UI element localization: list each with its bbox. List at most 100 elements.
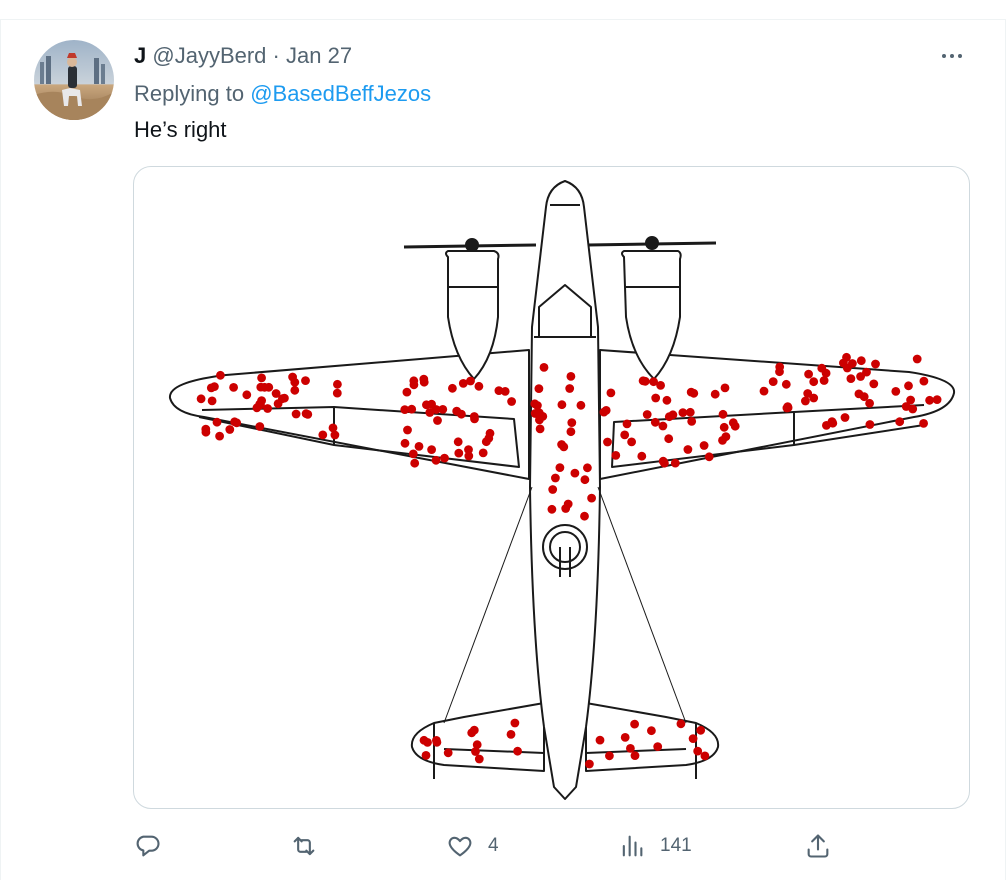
damage-dot: [255, 422, 265, 431]
damage-dot: [611, 451, 621, 460]
damage-dot: [704, 452, 714, 462]
damage-dot: [678, 408, 688, 417]
damage-dot: [585, 759, 594, 769]
damage-dot: [842, 352, 851, 362]
damage-dot: [919, 419, 928, 428]
damage-dot: [400, 438, 410, 448]
damage-dot: [419, 374, 429, 384]
damage-dot: [862, 367, 871, 377]
damage-dot: [718, 436, 727, 445]
heart-icon: [448, 836, 472, 857]
damage-dot: [699, 441, 709, 450]
damage-dot: [454, 448, 464, 458]
damage-dot: [466, 376, 475, 386]
damage-dot: [683, 445, 693, 454]
damage-dot: [626, 744, 635, 753]
damage-dot: [494, 386, 504, 395]
damage-dot: [513, 746, 522, 756]
damage-dot: [869, 379, 879, 389]
damage-dot: [689, 388, 699, 398]
damage-dot: [693, 746, 703, 756]
author-name[interactable]: J: [134, 43, 147, 68]
damage-dot: [576, 400, 586, 410]
damage-dot: [510, 718, 520, 728]
damage-dot: [664, 434, 674, 444]
damage-dot: [622, 419, 632, 429]
damage-dot: [403, 425, 412, 435]
damage-dot: [630, 751, 640, 760]
damage-dot: [932, 395, 942, 404]
damage-dot: [260, 382, 269, 392]
damage-dot: [809, 377, 819, 387]
damage-dot: [409, 380, 419, 390]
damage-dot: [458, 379, 468, 388]
separator-dot: ·: [272, 43, 280, 68]
damage-dot: [871, 359, 880, 369]
damage-dot: [759, 386, 769, 396]
damage-dot: [230, 417, 239, 427]
damage-dot: [809, 393, 819, 403]
damage-dot: [895, 417, 905, 427]
damage-dot: [718, 409, 728, 419]
damage-dot: [670, 458, 680, 468]
damage-dot: [566, 372, 576, 381]
damage-dot: [271, 389, 281, 398]
damage-dot: [478, 448, 488, 458]
damage-dot: [567, 418, 577, 427]
damage-dot: [599, 407, 609, 417]
damage-dot: [580, 511, 589, 521]
tweet-header: J @JayyBerd · Jan 27: [134, 42, 352, 70]
damage-dot: [506, 730, 516, 739]
damage-dot: [801, 396, 810, 406]
retweet-icon: [293, 836, 315, 856]
reply-icon: [136, 835, 160, 857]
replying-to-mention[interactable]: @BasedBeffJezos: [250, 81, 432, 106]
damage-dot: [242, 390, 252, 400]
damage-dot: [637, 451, 647, 461]
damage-dot: [854, 389, 864, 399]
fuselage: [529, 180, 601, 800]
damage-dot: [555, 463, 565, 472]
damage-dot: [423, 738, 432, 747]
damage-dot: [570, 468, 580, 478]
more-options-icon[interactable]: [938, 42, 970, 70]
damage-dot: [216, 370, 225, 380]
reply-button[interactable]: [134, 826, 162, 866]
damage-dot: [440, 453, 449, 463]
damage-dot: [431, 405, 441, 414]
damage-dot: [728, 418, 738, 428]
damage-dot: [507, 397, 516, 406]
retweet-button[interactable]: [290, 826, 318, 866]
tweet-media-image[interactable]: [133, 166, 970, 809]
damage-dot: [904, 381, 913, 391]
damage-dot: [583, 463, 592, 473]
damage-dot: [688, 734, 698, 743]
tweet-date[interactable]: Jan 27: [286, 43, 353, 68]
damage-dot: [912, 354, 922, 364]
damage-dot: [649, 377, 658, 387]
damage-dot: [587, 493, 596, 503]
avatar[interactable]: [34, 40, 114, 120]
damage-dot: [919, 376, 929, 386]
damage-dot: [687, 417, 697, 426]
damage-dot: [783, 402, 793, 411]
damage-dot: [470, 414, 479, 424]
damage-dots: [196, 352, 942, 769]
damage-dot: [291, 409, 301, 419]
damage-dot: [533, 401, 542, 410]
damage-dot: [453, 437, 463, 447]
damage-dot: [819, 376, 829, 385]
damage-dot: [580, 475, 590, 485]
damage-dot: [653, 742, 663, 751]
share-button[interactable]: [804, 826, 832, 866]
damage-dot: [534, 384, 544, 393]
damage-dot: [647, 726, 656, 736]
author-handle[interactable]: @JayyBerd: [152, 43, 267, 68]
airplane-damage-diagram: [168, 180, 956, 800]
damage-dot: [536, 411, 546, 421]
damage-dot: [908, 404, 918, 414]
like-button[interactable]: 4: [446, 826, 499, 866]
damage-dot: [781, 379, 791, 389]
views-button[interactable]: 141: [618, 826, 692, 866]
damage-dot: [210, 382, 219, 391]
